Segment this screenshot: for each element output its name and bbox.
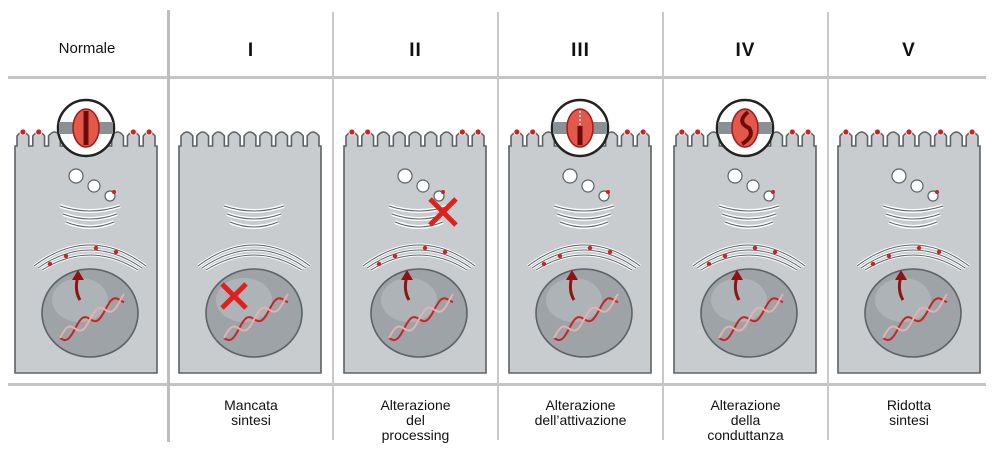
protein-dot — [423, 246, 427, 250]
cell-class-4 — [674, 100, 816, 373]
channel-marker — [130, 129, 136, 135]
cell-class-1 — [179, 132, 321, 373]
protein-dot — [935, 190, 939, 194]
channel-pore-open — [84, 111, 89, 145]
cell-normal — [15, 100, 157, 373]
protein-dot — [707, 262, 711, 266]
protein-dot — [114, 250, 118, 254]
vesicle — [398, 169, 412, 183]
protein-dot — [64, 254, 68, 258]
protein-dot — [542, 262, 546, 266]
channel-marker — [530, 129, 536, 135]
channel-marker — [365, 129, 371, 135]
protein-dot — [773, 250, 777, 254]
vesicle — [892, 169, 906, 183]
channel-marker — [20, 129, 26, 135]
channel-marker — [640, 129, 646, 135]
protein-dot — [606, 190, 610, 194]
channel-marker — [805, 129, 811, 135]
vesicle — [582, 180, 594, 192]
protein-dot — [753, 246, 757, 250]
protein-dot — [723, 254, 727, 258]
channel-marker — [36, 129, 42, 135]
protein-dot — [441, 190, 445, 194]
vesicle — [747, 180, 759, 192]
protein-dot — [937, 250, 941, 254]
channel-marker — [874, 129, 880, 135]
protein-dot — [917, 246, 921, 250]
channel-marker — [624, 129, 630, 135]
protein-dot — [588, 246, 592, 250]
vesicle — [563, 169, 577, 183]
channel-marker — [906, 129, 912, 135]
channel-marker — [146, 129, 152, 135]
vesicle — [911, 180, 923, 192]
vesicle — [417, 180, 429, 192]
channel-marker — [349, 129, 355, 135]
channel-marker — [969, 129, 975, 135]
cell-class-2 — [344, 129, 486, 373]
channel-marker — [459, 129, 465, 135]
protein-dot — [443, 250, 447, 254]
channel-marker — [789, 129, 795, 135]
protein-dot — [393, 254, 397, 258]
protein-dot — [94, 246, 98, 250]
protein-dot — [871, 262, 875, 266]
channel-marker — [475, 129, 481, 135]
channel-marker — [843, 129, 849, 135]
protein-dot — [771, 190, 775, 194]
channel-marker — [679, 129, 685, 135]
protein-dot — [48, 262, 52, 266]
vesicle — [69, 169, 83, 183]
protein-dot — [112, 190, 116, 194]
protein-dot — [887, 254, 891, 258]
protein-dot — [558, 254, 562, 258]
channel-marker — [695, 129, 701, 135]
channel-marker — [938, 129, 944, 135]
channel-pore-gated — [578, 126, 583, 145]
cell-class-3 — [509, 100, 651, 373]
vesicle — [88, 180, 100, 192]
vesicle — [728, 169, 742, 183]
channel-marker — [514, 129, 520, 135]
protein-dot — [377, 262, 381, 266]
protein-dot — [608, 250, 612, 254]
cell-class-5 — [838, 129, 980, 373]
